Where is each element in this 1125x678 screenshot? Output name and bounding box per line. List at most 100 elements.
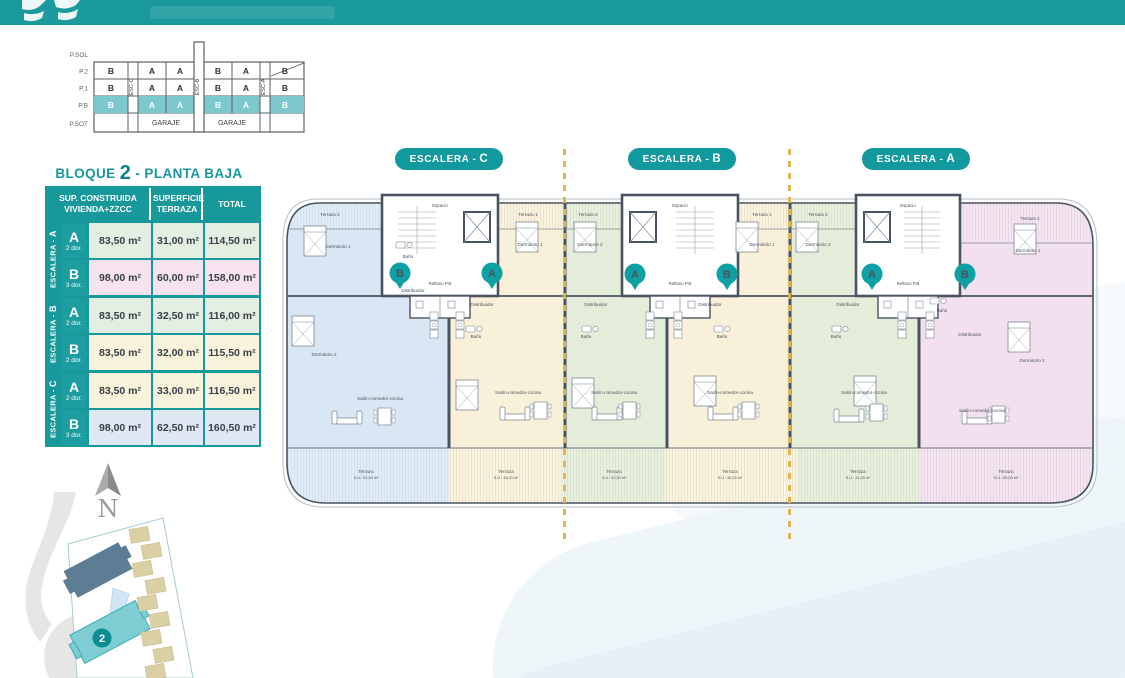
pill-escalera-b: ESCALERA -B: [628, 148, 736, 170]
north-letter: N: [98, 495, 119, 523]
svg-text:A: A: [243, 100, 249, 110]
svg-text:A: A: [177, 83, 183, 93]
svg-text:Salón-comedor-cocina: Salón-comedor-cocina: [591, 390, 637, 395]
upper-terraces: [287, 203, 1093, 243]
svg-text:Rellano P.B: Rellano P.B: [897, 281, 920, 286]
svg-text:B: B: [396, 268, 404, 280]
svg-text:S.U.: 32,50 m²: S.U.: 32,50 m²: [602, 476, 627, 480]
svg-text:P.SOL: P.SOL: [70, 52, 89, 59]
cell-total: 158,00 m²: [205, 260, 259, 295]
svg-text:2: 2: [99, 633, 105, 645]
svg-text:Terraza: Terraza: [606, 469, 622, 474]
svg-text:Terraza 2: Terraza 2: [808, 212, 828, 217]
svg-text:A: A: [243, 66, 249, 76]
svg-text:Terraza: Terraza: [498, 469, 514, 474]
svg-text:B: B: [108, 66, 114, 76]
badge-a-b: B: [954, 263, 976, 290]
svg-text:Espacio: Espacio: [432, 203, 448, 208]
cell-terraza: 33,00 m²: [153, 373, 203, 408]
svg-text:Terraza 2: Terraza 2: [1020, 216, 1040, 221]
svg-text:Espacio: Espacio: [672, 203, 688, 208]
svg-text:Baño: Baño: [831, 334, 842, 339]
svg-text:GARAJE: GARAJE: [218, 120, 246, 127]
group-label: ESCALERA -B: [47, 298, 59, 370]
site-neighbor-buildings: [128, 526, 175, 678]
north-arrow: N: [95, 463, 121, 523]
stair-cores: Espacio Rellano P.B Espacio: [380, 193, 962, 319]
svg-text:Distribuidor: Distribuidor: [401, 288, 425, 293]
svg-text:Baño: Baño: [581, 334, 592, 339]
svg-text:B: B: [723, 269, 731, 281]
svg-text:Salón-comedor-cocina: Salón-comedor-cocina: [357, 396, 403, 401]
svg-text:Terraza: Terraza: [722, 469, 738, 474]
svg-text:S.U.: 32,00 m²: S.U.: 32,00 m²: [718, 476, 743, 480]
unit-badges: B A A B A B: [389, 262, 976, 290]
room-labels: Terraza 2 Dormitorio 1 Baño Distribuidor…: [311, 212, 1044, 480]
cell-construida: 98,00 m²: [89, 410, 151, 445]
svg-text:B: B: [215, 83, 221, 93]
cell-total: 160,50 m²: [205, 410, 259, 445]
building-section-diagram: P.SOL P.2 P.1 P.B P.SOT B A A B A B B A …: [69, 41, 305, 133]
svg-text:Baño: Baño: [471, 334, 482, 339]
svg-text:S.U.: 60,00 m²: S.U.: 60,00 m²: [994, 476, 1019, 480]
svg-text:B: B: [961, 269, 969, 281]
building-outline: [282, 198, 1098, 508]
svg-text:Espacio: Espacio: [900, 203, 916, 208]
svg-text:Terraza 2: Terraza 2: [578, 212, 598, 217]
svg-text:Dormitorio 1: Dormitorio 1: [517, 242, 542, 247]
title-bloque: BLOQUE: [55, 166, 116, 181]
svg-text:GARAJE: GARAJE: [152, 120, 180, 127]
site-block-1: [62, 542, 133, 598]
svg-text:Salón-comedor-cocina: Salón-comedor-cocina: [959, 408, 1005, 413]
cell-terraza: 62,50 m²: [153, 410, 203, 445]
svg-text:A: A: [177, 66, 183, 76]
svg-text:P.2: P.2: [79, 69, 88, 76]
svg-text:A: A: [149, 83, 155, 93]
svg-text:A: A: [149, 66, 155, 76]
svg-text:Terraza: Terraza: [358, 469, 374, 474]
cell-total: 116,00 m²: [205, 298, 259, 333]
section-divider-dashed: [788, 149, 791, 545]
svg-text:A: A: [177, 100, 183, 110]
svg-text:B: B: [215, 66, 221, 76]
perimeter-wall: [286, 202, 1094, 504]
cell-construida: 98,00 m²: [89, 260, 151, 295]
title-number: 2: [119, 162, 132, 184]
svg-text:Terraza: Terraza: [850, 469, 866, 474]
section-pb-letters: B A A B A B: [108, 100, 288, 110]
svg-text:A: A: [243, 83, 249, 93]
svg-text:Baño: Baño: [403, 254, 414, 259]
svg-text:S.U.: 31,00 m²: S.U.: 31,00 m²: [846, 476, 871, 480]
header-total: TOTAL: [205, 188, 259, 220]
svg-text:B: B: [282, 100, 288, 110]
svg-text:Terraza 1: Terraza 1: [518, 212, 538, 217]
svg-text:Salón-comedor-cocina: Salón-comedor-cocina: [495, 390, 541, 395]
site-block2-badge: 2: [92, 628, 112, 648]
svg-text:ESC-A: ESC-A: [261, 78, 267, 95]
svg-text:ESC-C: ESC-C: [129, 78, 135, 95]
table-title: BLOQUE 2 - PLANTA BAJA: [40, 162, 258, 185]
svg-text:A: A: [488, 268, 496, 280]
svg-text:A: A: [149, 100, 155, 110]
svg-text:Baño: Baño: [717, 334, 728, 339]
cell-construida: 83,50 m²: [89, 373, 151, 408]
cell-construida: 83,50 m²: [89, 223, 151, 258]
svg-text:Terraza: Terraza: [998, 469, 1014, 474]
cell-terraza: 32,50 m²: [153, 298, 203, 333]
svg-text:Dormitorio 2: Dormitorio 2: [805, 242, 830, 247]
svg-text:Dormitorio 2: Dormitorio 2: [577, 242, 602, 247]
group-label: ESCALERA -C: [47, 373, 59, 445]
svg-text:ESC-B: ESC-B: [195, 78, 201, 95]
svg-text:Distribuidor: Distribuidor: [698, 302, 722, 307]
svg-text:Salón-comedor-cocina: Salón-comedor-cocina: [841, 390, 887, 395]
section-level-labels: P.SOL P.2 P.1 P.B P.SOT: [69, 52, 88, 128]
